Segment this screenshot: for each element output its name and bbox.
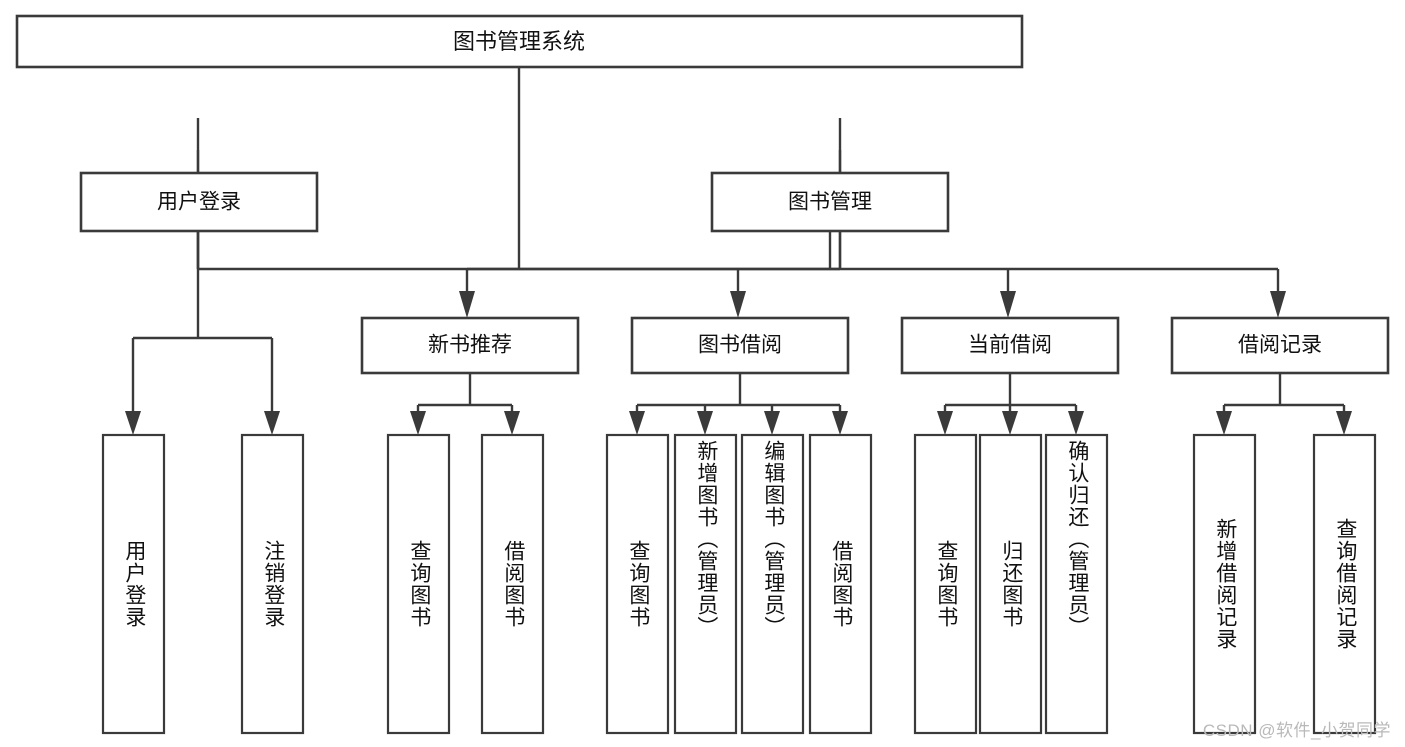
connector-bookmgmt-to-level2 — [459, 232, 1286, 318]
node-root[interactable]: 图书管理系统 — [15, 14, 1024, 69]
leaf-node-borrow-book-1[interactable] — [480, 433, 545, 735]
arrow-head-icon — [730, 291, 746, 318]
node-user-login-label: 用户登录 — [157, 191, 241, 214]
node-book-borrow-label: 图书借阅 — [698, 334, 782, 357]
node-book-borrow[interactable]: 图书借阅 — [630, 316, 850, 375]
connector-userlogin-to-leaves — [125, 232, 280, 435]
node-new-book-recommend[interactable]: 新书推荐 — [360, 316, 580, 375]
connector-borrowrecord-to-leaves — [1216, 373, 1352, 435]
arrow-head-icon — [764, 411, 780, 435]
arrow-head-icon — [937, 411, 953, 435]
arrow-head-icon — [1000, 291, 1016, 318]
leaf-node-query-record[interactable] — [1312, 433, 1377, 735]
arrow-head-icon — [1002, 411, 1018, 435]
node-borrow-record-label: 借阅记录 — [1238, 334, 1322, 357]
node-root-label: 图书管理系统 — [453, 29, 585, 54]
node-current-borrow-label: 当前借阅 — [968, 334, 1052, 357]
leaf-node-user-login[interactable] — [101, 433, 166, 735]
arrow-head-icon — [504, 411, 520, 435]
leaf-node-confirm-return[interactable] — [1044, 433, 1109, 735]
leaf-node-query-book-3[interactable] — [913, 433, 978, 735]
leaf-node-edit-book[interactable] — [740, 433, 805, 735]
arrow-head-icon — [1336, 411, 1352, 435]
leaf-node-logout-login[interactable] — [240, 433, 305, 735]
leaf-node-query-book-2[interactable] — [605, 433, 670, 735]
node-book-management-label: 图书管理 — [788, 191, 872, 214]
leaf-node-add-book[interactable] — [673, 433, 738, 735]
arrow-head-icon — [410, 411, 426, 435]
connector-root-to-level1 — [196, 67, 842, 271]
node-new-book-recommend-label: 新书推荐 — [428, 334, 512, 357]
connector-bookborrow-to-leaves — [629, 373, 848, 435]
arrow-head-icon — [459, 291, 475, 318]
arrow-head-icon — [629, 411, 645, 435]
connector-newbook-to-leaves — [410, 373, 520, 435]
connector-currentborrow-to-leaves — [937, 373, 1084, 435]
arrow-head-icon — [125, 411, 141, 435]
node-book-management[interactable]: 图书管理 — [710, 171, 950, 233]
arrow-head-icon — [1068, 411, 1084, 435]
leaf-node-query-book-1[interactable] — [386, 433, 451, 735]
arrow-head-icon — [697, 411, 713, 435]
watermark-text: CSDN @软件_小贺同学 — [1202, 721, 1391, 740]
leaf-node-return-book[interactable] — [978, 433, 1043, 735]
node-user-login[interactable]: 用户登录 — [79, 171, 319, 233]
arrow-head-icon — [1216, 411, 1232, 435]
arrow-head-icon — [264, 411, 280, 435]
leaf-node-add-record[interactable] — [1192, 433, 1257, 735]
node-borrow-record[interactable]: 借阅记录 — [1170, 316, 1390, 375]
arrow-head-icon — [832, 411, 848, 435]
arrow-head-icon — [1270, 291, 1286, 318]
leaf-node-borrow-book-2[interactable] — [808, 433, 873, 735]
node-current-borrow[interactable]: 当前借阅 — [900, 316, 1120, 375]
